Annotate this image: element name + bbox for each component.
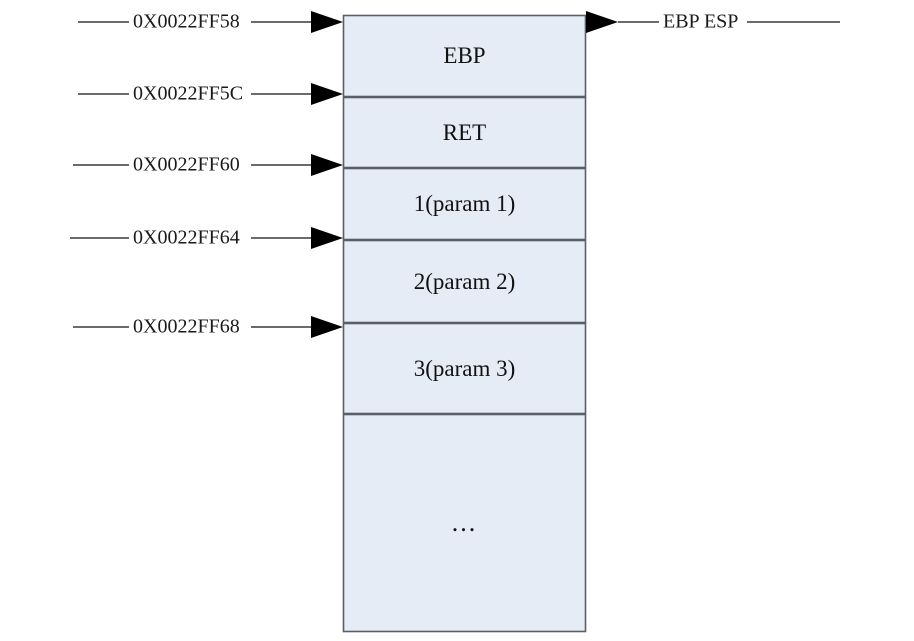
leader-lines-layer [70,21,840,328]
stack-cell-param1-label: 1(param 1) [413,191,516,216]
register-pointer-label: EBP ESP [663,10,739,33]
address-arrowhead-2 [311,154,343,176]
address-label-3: 0X0022FF64 [133,226,240,249]
stack-cell-param2-label: 2(param 2) [413,268,516,294]
stack-cell-param2 [342,239,587,324]
address-label-4: 0X0022FF68 [133,315,240,338]
stack-cells-layer [342,14,587,633]
stack-cell-param3 [342,322,587,415]
stack-cell-ebp-label: EBP [443,43,486,68]
stack-cell-param1 [342,167,587,241]
address-label-2: 0X0022FF60 [133,153,240,176]
address-arrowhead-1 [311,83,343,105]
address-arrowhead-4 [311,316,343,338]
address-arrowhead-0 [311,11,343,33]
stack-cell-more [342,413,587,633]
stack-cell-param3-label: 3(param 3) [413,355,516,381]
stack-cell-more-label: ... [451,508,478,537]
register-arrowhead [586,11,618,33]
stack-cell-ebp [342,14,587,98]
address-arrowhead-3 [311,227,343,249]
stack-cell-ret [342,96,587,169]
address-label-1: 0X0022FF5C [133,82,244,105]
address-label-0: 0X0022FF58 [133,10,240,33]
arrowheads-layer [311,11,618,338]
stack-cell-ret-label: RET [442,119,487,145]
